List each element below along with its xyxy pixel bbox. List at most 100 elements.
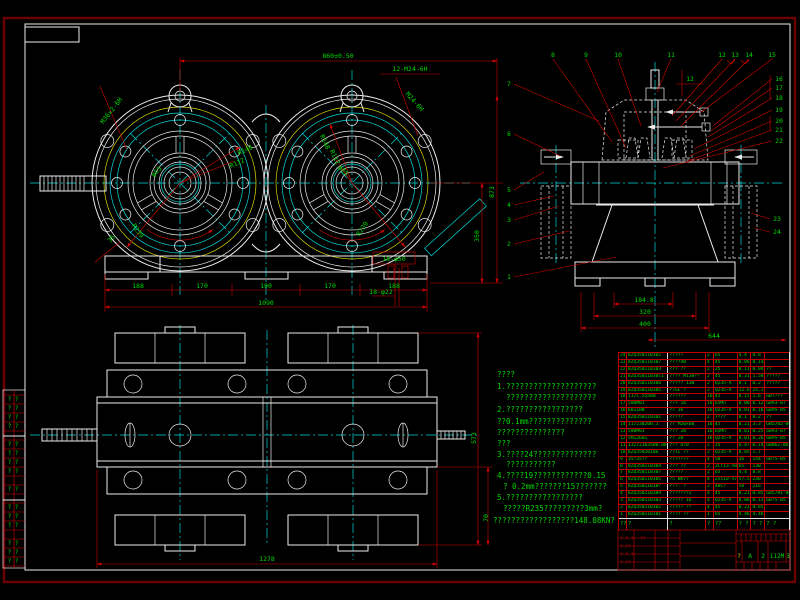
parts-table-cell: 16: [706, 401, 714, 408]
parts-table-cell: 8ZQ35020106: [627, 449, 669, 456]
parts-table-cell: 25.2: [752, 387, 766, 394]
parts-table-cell: Zn510-570: [714, 477, 738, 484]
revision-entry: ? ?: [8, 504, 19, 511]
dimension-label: φ55: [336, 164, 350, 178]
parts-table-cell: 2: [706, 484, 714, 491]
parts-table-cell: 0.213: [738, 491, 752, 498]
revision-entry: ? ?: [8, 450, 19, 457]
parts-table-cell: ??? 16: [668, 401, 706, 408]
title-field: 2: [761, 553, 765, 560]
parts-table-cell: [765, 388, 789, 394]
parts-table-cell: 0.213: [738, 504, 752, 511]
title-field: 3: [786, 553, 790, 560]
parts-table-cell: 0.128: [752, 401, 766, 408]
callout-leader: [671, 58, 723, 117]
parts-table-cell: 0.11: [738, 366, 752, 373]
part-callout: 22: [775, 137, 783, 145]
revision-entry: ? ?: [8, 405, 19, 412]
note-line: 4.????19????????????0.15: [497, 471, 605, 480]
dimension-label: 170: [324, 282, 336, 290]
part-callout: 15: [768, 51, 776, 59]
part-callout: 18: [775, 94, 783, 102]
parts-table-cell: ?? 20: [668, 435, 706, 442]
parts-table-cell: 4.4: [738, 353, 752, 359]
parts-table-cell: 1.6: [751, 394, 766, 401]
parts-table-cell: ????? ??: [668, 504, 706, 511]
parts-table-cell: [765, 360, 789, 366]
parts-table-cell: 24: [620, 353, 627, 359]
parts-table-cell: 16: [706, 408, 714, 415]
parts-table-cell: ?????: [766, 373, 781, 379]
parts-table-cell: 1.58: [752, 373, 766, 380]
callout-leader: [513, 133, 561, 157]
parts-table-cell: 20: [620, 380, 627, 387]
parts-table-cell: 0.13: [752, 498, 766, 504]
parts-table-cell: 0.85: [752, 504, 766, 511]
parts-table-cell: 6011BN: [627, 408, 669, 415]
parts-table-cell: 0.15: [738, 394, 752, 401]
parts-table-cell: ?? 16: [668, 408, 706, 415]
parts-table-cell: ???. ?: [668, 484, 706, 491]
parts-table-cell: 1171.55500: [627, 394, 669, 401]
dipstick: [424, 198, 487, 257]
parts-table-cell: 8ZQ350110303: [627, 498, 669, 504]
parts-table-cell: 0.14: [752, 442, 766, 449]
parts-table-cell: 4: [706, 498, 714, 504]
callout-leader: [617, 58, 642, 127]
parts-table-cell: 57.5: [738, 477, 752, 484]
zone-box: [24, 26, 80, 43]
parts-table-cell: 14: [620, 422, 627, 428]
parts-table-cell: 45: [714, 394, 738, 401]
shaft-body: [570, 161, 740, 205]
parts-table-cell: GB?5-85: [766, 498, 786, 504]
parts-table-cell: 65Mn: [714, 428, 738, 435]
parts-table-cell: 19: [620, 387, 627, 394]
dimension-label: R112: [228, 156, 246, 170]
parts-table-cell: 8ZQ350110305: [627, 387, 669, 394]
dimension-label: 12: [686, 75, 694, 83]
parts-table-cell: Q235-A: [714, 387, 738, 394]
wheel-left-section: [540, 185, 572, 259]
revision-entry: ? ?: [8, 441, 19, 448]
note-line: 5.?????????????????: [497, 493, 583, 502]
parts-table-cell: [765, 477, 789, 483]
callout-leader: [750, 212, 771, 220]
callout-leader: [513, 256, 617, 278]
part-callout: 19: [775, 106, 783, 114]
dimension-label: 70: [482, 514, 490, 522]
parts-table-cell: 6.47: [738, 442, 752, 449]
part-callout: 13: [731, 51, 739, 59]
part-callout: 21: [775, 126, 783, 134]
dimension-label: 12-M24-6H: [392, 65, 427, 73]
parts-table-cell: 2: [706, 415, 714, 422]
part-callout: 8: [551, 51, 555, 59]
plan-shafts: [41, 428, 466, 442]
parts-table-cell: 4.4: [738, 470, 752, 477]
parts-table-cell: [765, 484, 789, 490]
title-stamp: ?.??: [620, 560, 631, 566]
parts-table-cell: 0.31: [738, 373, 752, 380]
parts-table-cell: GB95-85: [766, 435, 786, 441]
parts-table-cell: 8ZQ350110306: [627, 380, 669, 387]
parts-table-cell: 4.46: [738, 511, 752, 518]
part-callout: 24: [773, 228, 781, 236]
parts-table-header: ???????? ?? ?? ?: [619, 517, 789, 530]
part-callout: 3: [507, 216, 511, 224]
parts-table-cell: [765, 512, 789, 518]
parts-table-cell: 2: [706, 353, 714, 359]
rotation-arrow: [147, 229, 214, 241]
parts-table-cell: 500M01: [627, 401, 669, 408]
title-stamp: ?.?.?: [620, 536, 634, 542]
parts-table-cell: 0.008: [738, 401, 752, 408]
callout-leader: [753, 227, 771, 233]
callout-leader: [552, 58, 613, 143]
parts-table-cell: 16: [620, 408, 627, 415]
parts-table-cell: 8ZQ350110101: [627, 511, 669, 518]
